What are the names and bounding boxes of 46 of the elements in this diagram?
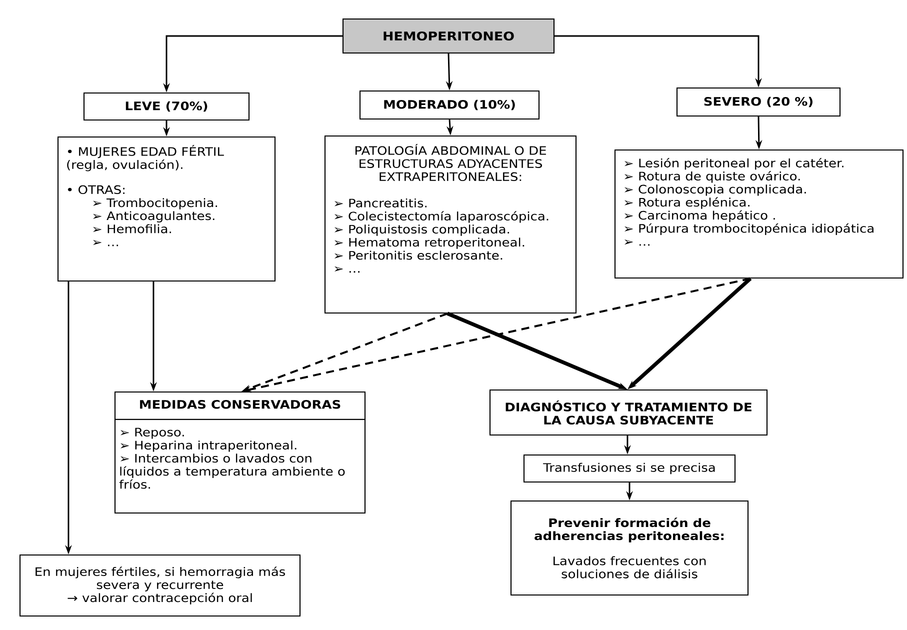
- category-box: [359, 90, 540, 120]
- list-item: ➢ Heparina intraperitoneal.: [120, 440, 296, 452]
- heading: MEDIDAS CONSERVADORAS: [140, 400, 340, 409]
- text: En mujeres fértiles, si hemorragia más severa y recurrente: [36, 566, 286, 592]
- list-item: ➢ Reposo.: [120, 428, 184, 439]
- list-box: [324, 135, 577, 314]
- heading: MODERADO (10%): [384, 100, 515, 110]
- list-box: [57, 136, 276, 282]
- list-item: ➢ Lesión peritoneal por el catéter.: [624, 158, 844, 170]
- list-item: ➢ Poliquistosis complicada.: [334, 224, 510, 236]
- list-item: ➢ Rotura esplénica.: [624, 197, 750, 209]
- bullet-item: • OTRAS:: [68, 185, 124, 194]
- list-item: ➢ Pancreatitis.: [334, 198, 427, 208]
- note-box: [19, 554, 301, 617]
- list-item: ➢ Púrpura trombocitopénica idiopática: [624, 223, 874, 235]
- heading: HEMOPERITONEO: [384, 31, 514, 41]
- list-item: ➢ Rotura de quiste ovárico.: [624, 171, 800, 183]
- list-item: ➢ …: [624, 239, 650, 246]
- text: Transfusiones si se precisa: [543, 462, 715, 474]
- list-item: ➢ Hematoma retroperitoneal.: [334, 238, 524, 249]
- list-item: ➢ Anticoagulantes.: [92, 211, 214, 222]
- measures-box: [114, 391, 366, 514]
- text: Lavados frecuentes con soluciones de diálisis: [554, 556, 706, 578]
- category-box: [83, 92, 250, 121]
- heading: LEVE (70%): [126, 101, 208, 112]
- list-item: ➢ Peritonitis esclerosante.: [334, 250, 502, 260]
- text: PATOLOGÍA ABDOMINAL O DE ESTRUCTURAS ADYACENTES EXTRAPERITONEALES:: [356, 144, 546, 182]
- process-box: [523, 454, 736, 483]
- text: → valorar contracepción oral: [68, 592, 252, 604]
- list-item: ➢ Carcinoma hepático .: [624, 210, 775, 222]
- bullet-item: • MUJERES EDAD FÉRTIL (regla, ovulación).: [67, 144, 224, 172]
- list-item: ➢ …: [92, 240, 118, 246]
- list-item: ➢ …: [334, 266, 360, 273]
- list-item: ➢ Trombocitopenia.: [92, 198, 217, 210]
- category-box: [676, 87, 841, 117]
- title-box: [342, 18, 555, 54]
- heading: DIAGNÓSTICO Y TRATAMIENTO DE LA CAUSA SUBYACENTE: [506, 400, 752, 424]
- list-item: ➢ Colonoscopia complicada.: [624, 184, 806, 196]
- list-item: ➢ Colecistectomía laparoscópica.: [334, 211, 548, 223]
- list-item: ➢ Intercambios o lavados con líquidos a temperatura ambiente o fríos.: [119, 454, 345, 489]
- list-item: ➢ Hemofilia.: [92, 224, 171, 234]
- process-box: [510, 500, 749, 596]
- heading: Prevenir formación de adherencias peritoneales:: [534, 518, 724, 542]
- heading: SEVERO (20 %): [704, 96, 812, 108]
- process-box: [489, 389, 768, 436]
- list-box: [614, 149, 904, 279]
